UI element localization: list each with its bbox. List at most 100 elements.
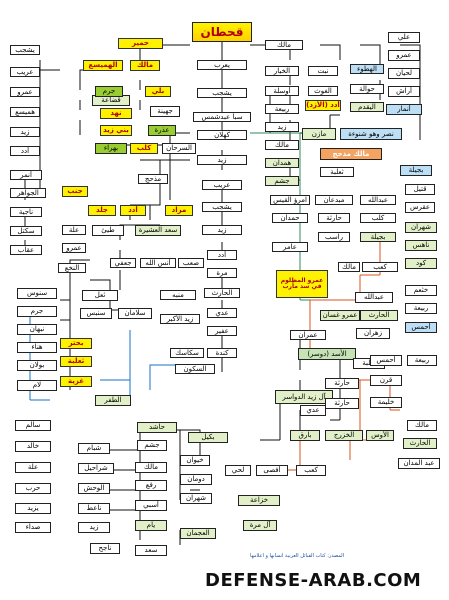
node-harith: الحارث [204, 288, 240, 298]
node-yarub: يعرب [197, 60, 247, 70]
node-jusham: جشم [265, 176, 299, 186]
node-salim: سالم [15, 420, 51, 431]
node-lam: لام [17, 380, 57, 391]
node-juhayna: جهينة [150, 106, 180, 117]
node-ghaziya: غزية [60, 376, 92, 387]
node-saba: سبأ عبدشمس [193, 112, 251, 122]
node-amr: عمرو [388, 50, 420, 61]
node-himyar: حمير [118, 38, 163, 49]
node-sakasik: سكاسك [170, 348, 204, 358]
node-murra: مرة [207, 268, 237, 278]
node-ila: علة [62, 225, 86, 235]
node-yazid: يزيد [15, 503, 51, 514]
node-nahd: نهد [100, 108, 132, 119]
node-zahran: زهران [356, 328, 390, 339]
node-kalb: كلب [360, 213, 396, 223]
node-hunaa: هناء [17, 342, 57, 353]
node-zaid2: زيد [202, 225, 242, 235]
node-khathaam: خثعم [405, 285, 437, 296]
node-dumnan: دومان [180, 474, 212, 485]
node-anmar: أنمار [386, 104, 422, 115]
node-malik2: مالك [338, 262, 360, 272]
node-rabia: ربيعة [405, 303, 437, 314]
node-buhtur: بحتر [60, 338, 92, 349]
node-arib-l: عريب [10, 67, 40, 77]
node-kahlan: كهلان [197, 130, 247, 140]
node-wahsh: الوحش [78, 483, 110, 494]
node-adi: عدي [207, 308, 237, 318]
node-nabt: نبت [308, 66, 338, 76]
node-malik-madhij: مالك مذحج [320, 148, 382, 160]
node-kalb-y: كلب [130, 143, 158, 154]
node-najih: ناجح [90, 543, 120, 554]
node-shahran2: شهران [180, 493, 212, 504]
node-sanbas: سنبس [80, 308, 112, 319]
node-judl: جلد [88, 205, 116, 216]
node-saad2: سعد [135, 545, 167, 556]
node-ahmas: أحمس [405, 322, 437, 333]
node-amr-l: عمرو [10, 87, 40, 97]
node-kinda: كندة [207, 348, 237, 358]
node-shibam: شبام [78, 443, 110, 454]
node-nasr: نصر وهو شنوءة [340, 128, 402, 140]
node-zaid-akbar: زيد الأكبر [160, 314, 200, 324]
node-abdullah: عبدالله [355, 292, 393, 303]
node-rabia2: ربيعة [265, 104, 299, 114]
node-sarhan: السرحان [162, 143, 196, 154]
node-qarn: قرن [370, 375, 402, 386]
node-jarm: جرم [95, 86, 123, 97]
node-nabhan: نبهان [17, 324, 57, 335]
node-ajman: العجمان [180, 528, 216, 539]
node-qatil: قتيل [405, 184, 435, 195]
node-tafar: الطفر [95, 395, 131, 406]
node-nahis: ناهس [405, 240, 437, 251]
node-abd-madan: عبد المدان [398, 458, 440, 469]
node-yashjub: يشجب [197, 88, 247, 98]
node-jusham2: جشم [137, 440, 167, 451]
node-udad2: أدد [120, 205, 146, 216]
node-khazraj: الخزرج [325, 430, 363, 441]
node-zaid-l: زيد [10, 127, 40, 137]
node-hashid: حاشد [137, 422, 177, 433]
node-imran: عمران [290, 330, 326, 340]
node-salaman: سلامان [118, 308, 152, 319]
node-sakun: السكون [175, 364, 215, 374]
node-arash: أراش [388, 86, 420, 97]
node-bajila2: بجيلة [360, 232, 396, 242]
node-aqras: عقرس [405, 202, 435, 213]
node-hamaysa-y: الهميسع [83, 60, 123, 71]
node-udhra: عذرة [148, 125, 176, 136]
node-thual: ثعل [82, 290, 118, 301]
node-malik3: مالك [265, 140, 299, 150]
node-yaqdum: اليقدم [350, 102, 384, 112]
node-humaysa: هميسع [10, 107, 40, 117]
node-anmar-l: أنمر [10, 170, 42, 180]
node-abdullah2: عبدالله [360, 195, 396, 205]
node-khiyar: الخيار [265, 66, 299, 76]
node-bajila: بجيلة [400, 165, 432, 176]
node-khuza: خزاعة [238, 495, 280, 506]
node-saad: سعد العشيرة [135, 225, 181, 236]
node-udad: أدد [207, 250, 237, 260]
node-jufi: جعفي [110, 258, 136, 268]
node-hamdan2: همدان [265, 158, 299, 168]
node-haritha3: حارثة [318, 213, 350, 223]
node-arib: عريب [202, 180, 242, 190]
node-harith-r: الحارث [403, 438, 437, 449]
site-watermark: DEFENSE-ARAB.COM [205, 570, 422, 591]
node-sharahil: شراحيل [78, 463, 114, 474]
node-sudaa: صداء [15, 522, 51, 533]
node-sab: صعب [178, 258, 204, 268]
node-harb: حرب [15, 483, 51, 494]
node-rabia-b: ربيعة [407, 355, 437, 366]
node-najiya: ناجية [10, 207, 42, 217]
node-aqab: عقاب [10, 245, 42, 255]
node-thaliba-y: ثعلبة [60, 356, 92, 367]
node-mazin: مازن [302, 128, 336, 140]
node-nashit: ناعط [78, 503, 110, 514]
node-afsa: أفصى [256, 465, 288, 476]
node-hawala: حوالة [350, 84, 384, 94]
node-ghawth: الغوث [308, 86, 338, 96]
node-yashjub2: يشجب [202, 202, 242, 212]
node-kud: كود [405, 258, 437, 269]
